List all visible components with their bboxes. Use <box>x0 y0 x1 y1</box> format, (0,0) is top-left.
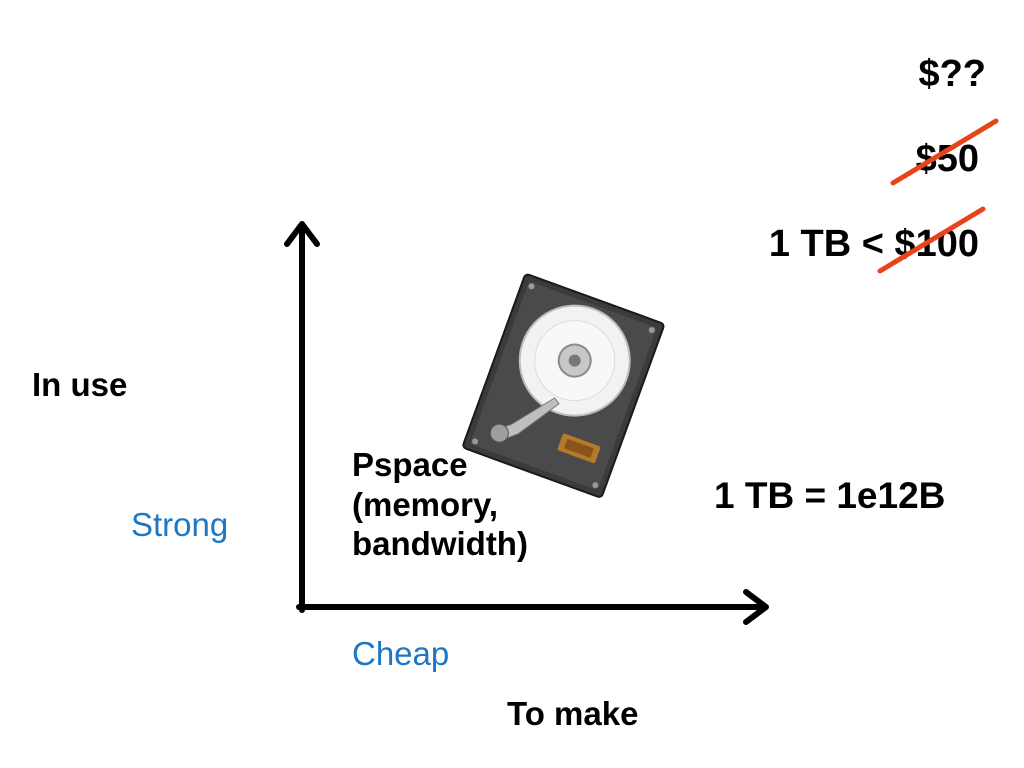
pspace-label: Pspace (memory, bandwidth) <box>352 445 592 564</box>
strike-hundred <box>877 206 986 274</box>
y-axis-arrowhead <box>284 221 320 247</box>
screw <box>528 283 535 290</box>
pspace-line-2: (memory, <box>352 485 499 523</box>
pspace-line-3: bandwidth) <box>352 525 528 563</box>
actuator-pivot <box>489 423 509 443</box>
connector-pins <box>564 438 594 458</box>
strike-fifty <box>890 118 999 186</box>
spindle-center <box>568 354 581 367</box>
screw <box>592 482 599 489</box>
screw <box>648 327 655 334</box>
tb-definition: 1 TB = 1e12B <box>714 475 946 516</box>
x-axis-arrowhead <box>743 589 769 625</box>
x-axis-value: Cheap <box>352 635 450 672</box>
screw <box>472 438 479 445</box>
x-axis-label: To make <box>507 695 639 732</box>
y-axis-label: In use <box>32 366 128 403</box>
price-fifty: $50 <box>915 138 979 180</box>
pspace-line-1: Pspace <box>352 446 468 483</box>
price-unknown: $?? <box>918 53 986 95</box>
y-axis-value: Strong <box>131 506 229 543</box>
